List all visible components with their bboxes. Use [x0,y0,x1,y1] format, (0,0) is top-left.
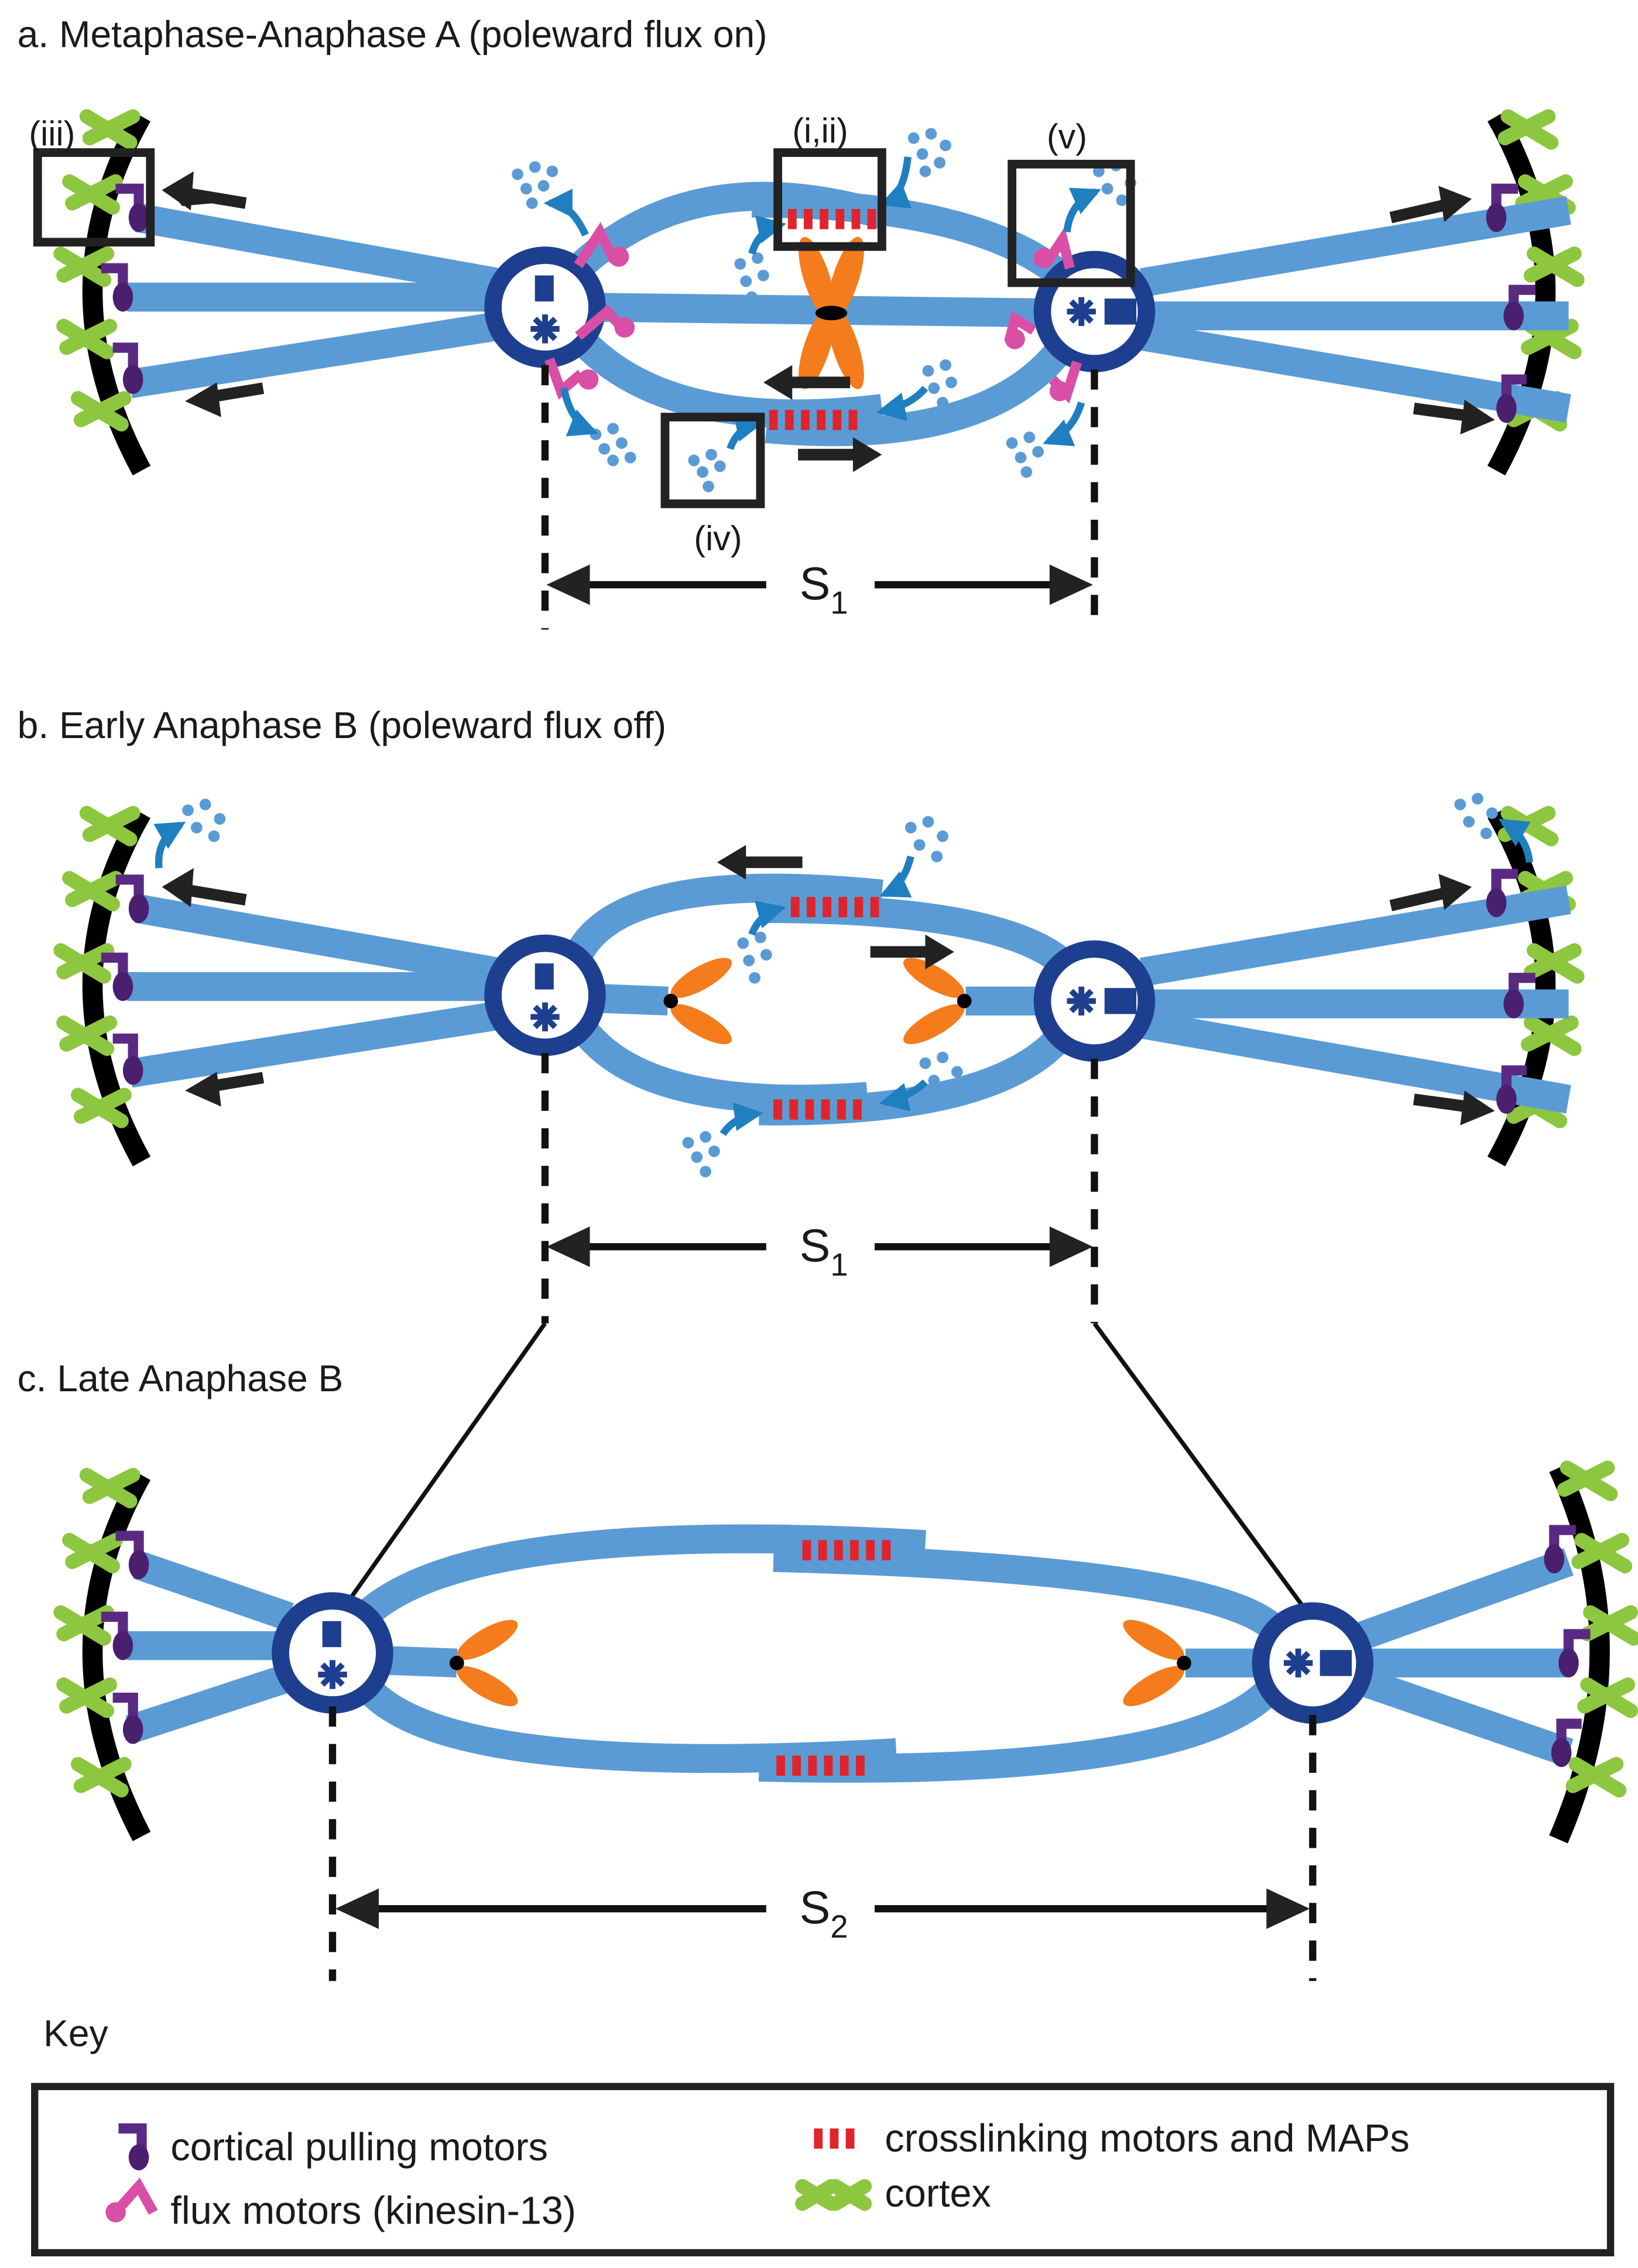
crosslinker-bottom-c [776,1755,865,1776]
spindle-pole-right-c [1252,1602,1374,1724]
chromatid-right-c [1123,1619,1191,1707]
panel-b: b. Early Anaphase B (poleward flux off) [18,704,1585,1324]
cortex-left-b [53,805,151,1166]
zoom-connector-lines [333,1322,1315,1621]
chromosome-a [799,236,864,389]
crosslinker-icon [814,2128,855,2149]
tubulin-clusters-b [182,792,1498,1178]
box-label-iii: (iii) [29,114,75,153]
flux-motor-icon [105,2177,158,2223]
spindle-pole-left-b [484,934,606,1056]
force-arrows-a [162,171,1495,472]
legend-label-crosslinkers: crosslinking motors and MAPs [885,2117,1409,2160]
depolymerization-arrows-a [543,156,1101,451]
legend-label-flux-motors: flux motors (kinesin-13) [170,2190,576,2233]
spindle-microtubules-c [358,1524,1292,1783]
cortical-pulling-motor-icon [118,2123,149,2171]
box-label-iv: (iv) [694,519,742,558]
legend-item-flux-motors: flux motors (kinesin-13) [105,2177,576,2233]
box-label-i-ii: (i,ii) [792,111,848,150]
cortex-right-c [1549,1460,1638,1844]
panel-a: a. Metaphase-Anaphase A (poleward flux o… [18,13,1585,630]
astral-microtubules-a [127,196,1571,423]
crosslinker-top-a [787,208,876,229]
legend-item-cortical-motors: cortical pulling motors [118,2123,548,2171]
cortex-icon [795,2178,872,2211]
astral-microtubules-c [125,1548,1574,1766]
spacing-dimension-s2-c: S2 [328,1706,1317,1981]
panel-c-title: c. Late Anaphase B [18,1357,344,1399]
highlight-box-v: (v) [1008,116,1135,287]
spacing-label-s1-b: S1 [800,1219,848,1283]
legend-item-crosslinkers: crosslinking motors and MAPs [814,2117,1410,2160]
flux-motors-a [544,222,1082,404]
highlight-box-iv: (iv) [660,413,765,558]
crosslinker-top-b [790,897,879,918]
force-arrows-b [162,845,1495,1126]
legend-label-cortical-motors: cortical pulling motors [170,2126,548,2169]
spindle-pole-left-c [272,1592,393,1714]
crosslinker-top-c [802,1540,891,1561]
crosslinker-bottom-b [773,1099,862,1120]
panel-b-title: b. Early Anaphase B (poleward flux off) [18,704,666,746]
chromatid-left-c [450,1619,518,1707]
panel-c: c. Late Anaphase B [18,1357,1638,1981]
box-label-v: (v) [1047,116,1087,156]
legend-item-cortex: cortex [795,2172,991,2215]
legend: Key cortical pulling motors flux motors … [31,2012,1615,2257]
spindle-pole-right-b [1033,940,1156,1062]
spindle-microtubules-b [565,873,1082,1126]
crosslinker-bottom-a [769,410,858,430]
chromatid-right-b [903,958,972,1045]
cortex-left-c [53,1467,151,1841]
spacing-label-s2-c: S2 [800,1881,848,1945]
panel-a-title: a. Metaphase-Anaphase A (poleward flux o… [18,13,767,55]
cortical-motors-c [101,1525,1591,1768]
spacing-label-s1-a: S1 [800,557,848,621]
depolymerization-arrows-b [153,818,1533,1137]
cortex-left [53,109,151,476]
legend-title: Key [43,2012,108,2054]
cortical-motors-a [101,183,1536,423]
legend-label-cortex: cortex [885,2172,991,2215]
spindle-pole-left-a [484,246,606,368]
spacing-dimension-s1-b: S1 [541,1053,1098,1324]
astral-microtubules-b [127,886,1571,1114]
highlight-box-iii: (iii) [29,114,155,247]
chromatid-left-b [663,958,732,1045]
cortical-motors-b [101,869,1536,1114]
spacing-dimension-s1-a: S1 [541,365,1098,630]
highlight-box-i-ii: (i,ii) [773,111,886,251]
